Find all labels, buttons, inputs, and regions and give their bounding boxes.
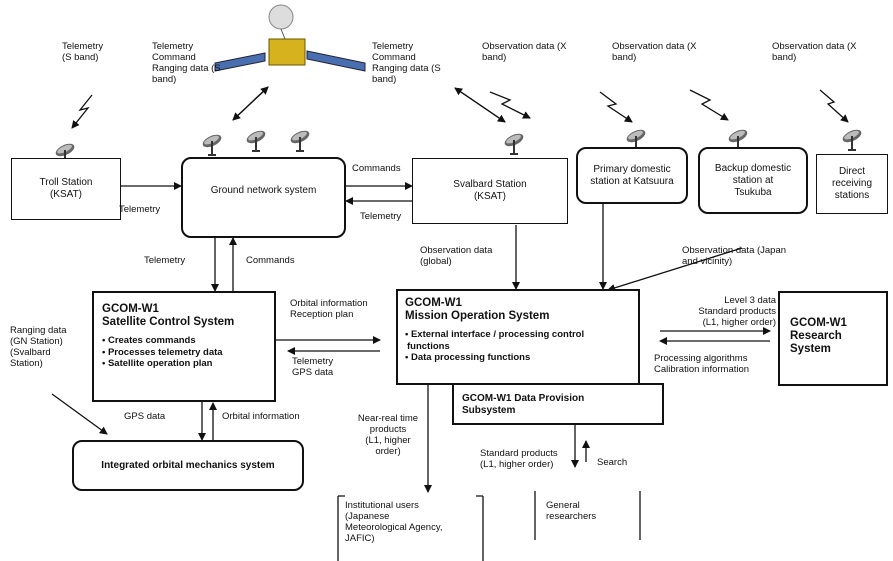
mission-operation-title-1: GCOM-W1 xyxy=(405,297,462,309)
satellite-control-bullets: • Creates commands • Processes telemetry… xyxy=(102,335,223,369)
data-provision-box: GCOM-W1 Data Provision Subsystem xyxy=(452,383,664,425)
troll-station-box: Troll Station(KSAT) xyxy=(11,158,121,220)
satellite-icon xyxy=(214,4,366,72)
label-troll-telemetry: Telemetry xyxy=(119,204,161,215)
label-search: Search xyxy=(597,457,628,468)
label-gn-commands: Commands xyxy=(246,255,295,266)
radio-link-troll xyxy=(71,94,93,129)
ground-network-box: Ground network system xyxy=(181,157,346,238)
dish-icon-ground-2 xyxy=(243,127,269,152)
satellite-control-box: GCOM-W1 Satellite Control System • Creat… xyxy=(92,291,276,402)
radio-link-svalbard-obs xyxy=(489,91,531,119)
dish-icon-ground-3 xyxy=(287,127,313,152)
dish-icon-svalbard xyxy=(501,130,527,155)
label-orbital-info: Orbital information xyxy=(222,411,300,422)
svalbard-station-box: Svalbard Station(KSAT) xyxy=(412,158,568,224)
label-telemetry-s-band: Telemetry(S band) xyxy=(62,41,104,63)
mission-operation-bullets: • External interface / processing contro… xyxy=(405,329,585,363)
research-system-box: GCOM-W1 Research System xyxy=(778,291,888,386)
label-commands-top: Commands xyxy=(352,163,401,174)
mission-operation-title-2: Mission Operation System xyxy=(405,310,550,322)
dish-icon-ground-1 xyxy=(199,131,225,156)
label-standard-products: Standard products(L1, higher order) xyxy=(480,448,558,470)
radio-link-backup xyxy=(689,89,729,121)
radio-link-primary xyxy=(599,91,633,123)
radio-link-direct xyxy=(819,89,849,123)
satellite-control-title-2: Satellite Control System xyxy=(102,316,235,328)
label-gn-telemetry: Telemetry xyxy=(144,255,186,266)
label-obs-global: Observation data(global) xyxy=(420,245,493,267)
mission-operation-box: GCOM-W1 Mission Operation System • Exter… xyxy=(396,289,640,385)
satellite-control-title-1: GCOM-W1 xyxy=(102,303,159,315)
dish-icon-direct xyxy=(839,126,865,151)
orbital-mechanics-box: Integrated orbital mechanics system xyxy=(72,440,304,491)
label-telemetry-mid: Telemetry xyxy=(360,211,402,222)
label-gps-data: GPS data xyxy=(124,411,166,422)
